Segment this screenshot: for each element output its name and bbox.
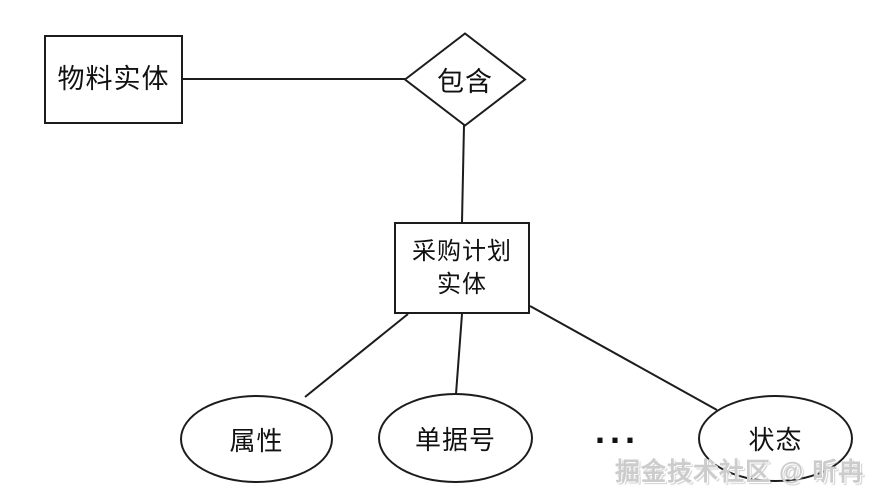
attribute-node-status: 状态 [698,395,853,482]
edge-purchase-plan-to-status [529,305,718,411]
attribute-node-document-number-label: 单据号 [414,424,496,455]
relationship-diamond-shape [403,32,527,127]
edge-purchase-plan-to-document-number [455,313,463,395]
entity-node-purchase-plan: 采购计划实体 [394,222,530,314]
watermark-text: 掘金技术社区 @ 昕冉 [615,458,865,486]
attribute-node-document-number: 单据号 [378,393,533,483]
edge-contains-to-purchase-plan [461,124,465,223]
attribute-node-status-label: 状态 [748,425,803,455]
attribute-node-attribute-label: 属性 [229,425,284,456]
relationship-node-contains-label: 包含 [437,67,493,97]
relationship-node-contains: 包含 [405,33,525,126]
attribute-node-attribute: 属性 [180,395,333,483]
entity-node-purchase-plan-label: 采购计划实体 [412,238,512,298]
more-attributes-ellipsis: ... [595,410,641,451]
edge-purchase-plan-to-attribute [304,313,409,398]
entity-node-material-label: 物料实体 [57,64,170,94]
entity-node-material: 物料实体 [44,35,183,124]
